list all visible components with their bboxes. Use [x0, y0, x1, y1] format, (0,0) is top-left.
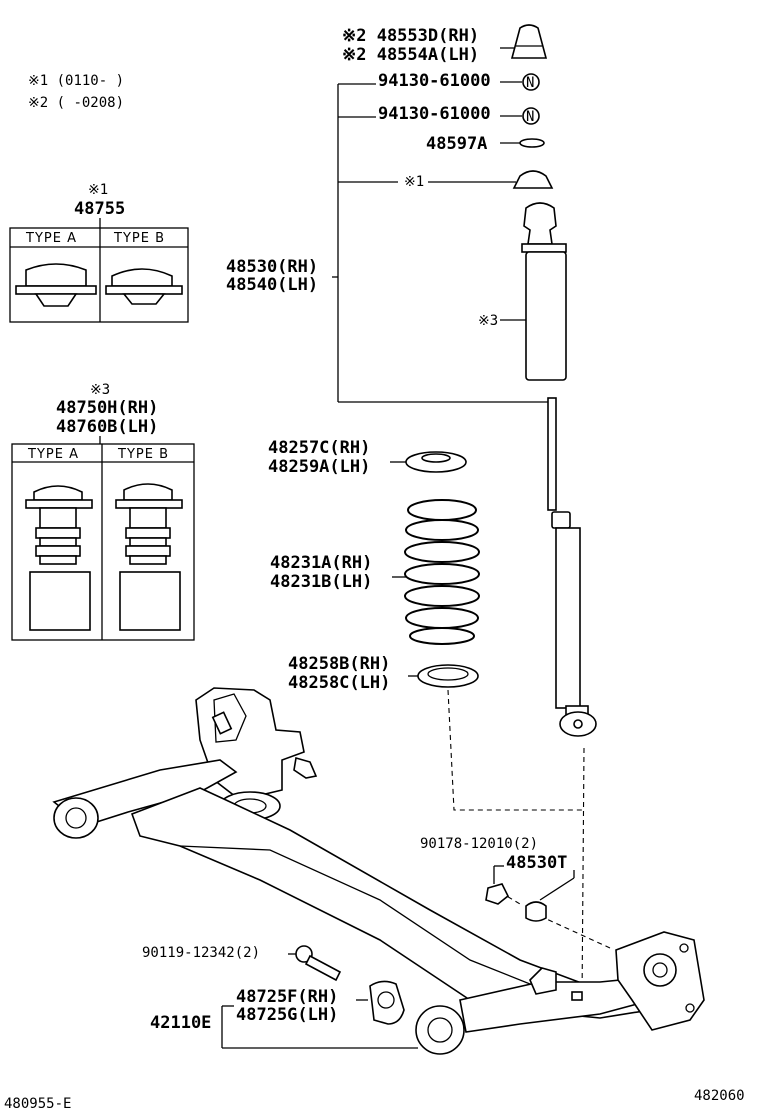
inset2-part-rh[interactable]: 48750H(RH) — [56, 398, 158, 418]
code-right: 482060 — [694, 1088, 745, 1104]
inset1-mark: ※1 — [88, 182, 108, 198]
label-bush-rh[interactable]: 48725F(RH) — [236, 987, 338, 1007]
inset2-type-b: TYPE B — [117, 447, 169, 462]
inset2-mark: ※3 — [90, 382, 110, 398]
inset1-type-a: TYPE A — [25, 231, 77, 246]
bound-rubber — [523, 202, 557, 245]
label-nut-2[interactable]: 94130-61000 — [378, 104, 491, 124]
label-washer[interactable]: 48597A — [426, 134, 487, 154]
note-2: ※2 ( -0208) — [28, 95, 124, 111]
svg-text:N: N — [526, 75, 534, 91]
label-mark-1: ※1 — [404, 174, 424, 190]
label-nut-1[interactable]: 94130-61000 — [378, 71, 491, 91]
rubber-cushion — [525, 901, 547, 922]
svg-text:N: N — [526, 109, 534, 125]
support-mount — [512, 170, 554, 189]
label-bolt-2[interactable]: 90119-12342(2) — [142, 945, 260, 961]
label-mark-3: ※3 — [478, 313, 498, 329]
inset2-type-a: TYPE A — [27, 447, 79, 462]
inset-48755: ※1 48755 TYPE A TYPE B — [9, 182, 189, 323]
label-spring-lh[interactable]: 48231B(LH) — [270, 572, 372, 592]
label-insul-upper-lh[interactable]: 48259A(LH) — [268, 457, 370, 477]
nut-1 — [522, 73, 540, 91]
note-1: ※1 (0110- ) — [28, 73, 124, 89]
label-bush-lh[interactable]: 48725G(LH) — [236, 1005, 338, 1025]
shock-absorber — [547, 397, 597, 737]
code-left: 480955-E — [4, 1096, 71, 1112]
bolt — [295, 945, 342, 982]
label-insul-lower-lh[interactable]: 48258C(LH) — [288, 673, 390, 693]
label-spring-rh[interactable]: 48231A(RH) — [270, 553, 372, 573]
dust-cover — [525, 251, 567, 381]
label-cushion[interactable]: 48530T — [506, 853, 567, 873]
inset-48750h: ※3 48750H(RH) 48760B(LH) TYPE A TYPE B — [11, 382, 195, 641]
axle-bush — [369, 980, 405, 1025]
washer — [519, 138, 545, 148]
inset2-part-lh[interactable]: 48760B(LH) — [56, 417, 158, 437]
nut-2 — [522, 107, 540, 125]
label-insul-lower-rh[interactable]: 48258B(RH) — [288, 654, 390, 674]
label-bump-lh[interactable]: ※2 48554A(LH) — [342, 45, 479, 65]
label-axle[interactable]: 42110E — [150, 1013, 211, 1033]
coil-spring — [404, 499, 480, 645]
bump-stopper — [510, 24, 548, 59]
label-bump-rh[interactable]: ※2 48553D(RH) — [342, 26, 479, 46]
label-bolt-ref[interactable]: 90178-12010(2) — [420, 836, 538, 852]
label-insul-upper-rh[interactable]: 48257C(RH) — [268, 438, 370, 458]
label-absorber-rh[interactable]: 48530(RH) — [226, 257, 318, 277]
nut-cap — [485, 883, 510, 905]
inset1-type-b: TYPE B — [113, 231, 165, 246]
label-absorber-lh[interactable]: 48540(LH) — [226, 275, 318, 295]
inset1-part-number[interactable]: 48755 — [74, 199, 125, 219]
rear-axle-beam — [52, 687, 705, 1055]
